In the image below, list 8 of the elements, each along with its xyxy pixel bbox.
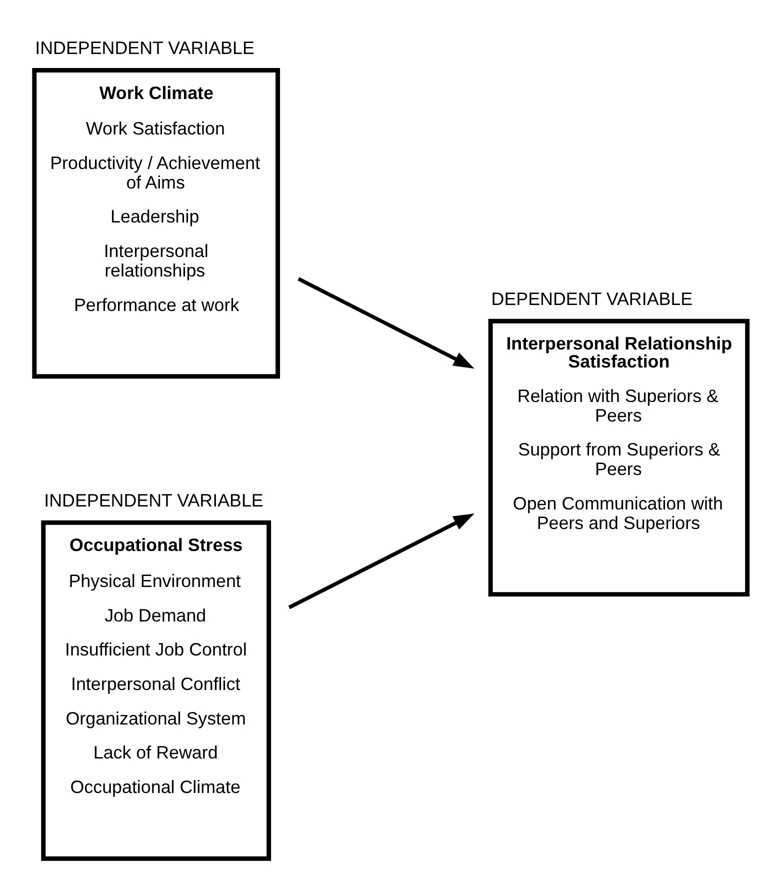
node-label: DEPENDENT VARIABLE (491, 288, 693, 308)
arrow (288, 512, 474, 609)
node-label: INDEPENDENT VARIABLE (35, 37, 254, 58)
arrow (298, 276, 474, 368)
node-label: INDEPENDENT VARIABLE (44, 490, 264, 510)
node-box: Interpersonal Relationship Satisfaction Relation with Superiors & Peers Support from Superiors & Peers Open Communication with Peers and Superiors (488, 318, 750, 596)
node-box: Occupational Stress Physical Environment Job Demand Insufficient Job Control Interpersonal Conflict Organizational System Lack of Reward Occupational Climate (41, 520, 272, 860)
node-box: Work Climate Work Satisfaction Productivity / Achievement of Aims Leadership Interpersonal relationships Performance at work (32, 68, 280, 378)
